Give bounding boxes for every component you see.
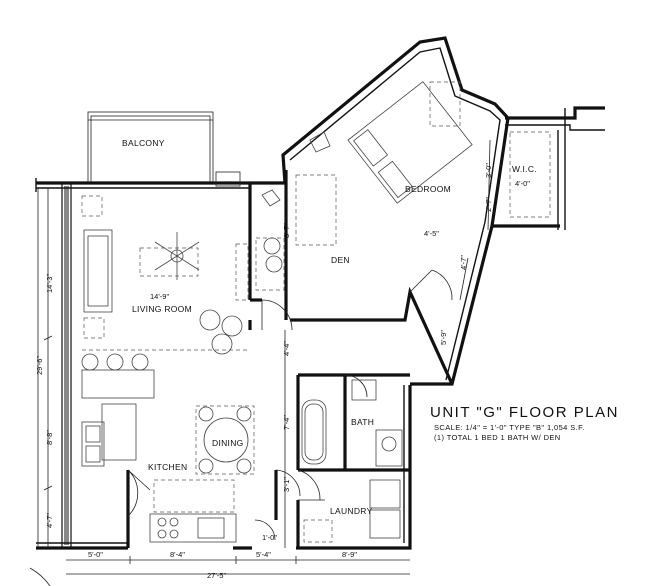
dim-den-height: 8'-7" <box>282 223 291 238</box>
interior-walls <box>126 170 454 548</box>
room-label-wic: W.I.C. <box>512 164 537 174</box>
room-label-kitchen: KITCHEN <box>148 462 187 472</box>
furniture <box>81 81 551 543</box>
dim-hall-upper: 4'-4" <box>282 341 291 356</box>
dim-left-lower: 4'-7" <box>45 513 54 528</box>
doors <box>127 269 453 541</box>
dim-left-upper: 14'-3" <box>45 274 54 293</box>
room-label-dining: DINING <box>212 438 244 448</box>
balcony-area <box>87 111 214 185</box>
dim-bedroom-width: 4'-5" <box>424 229 439 238</box>
room-labels: BALCONY LIVING ROOM BEDROOM DEN W.I.C. B… <box>122 138 537 516</box>
room-label-laundry: LAUNDRY <box>330 506 373 516</box>
room-label-den: DEN <box>331 255 350 265</box>
room-label-bath: BATH <box>351 417 374 427</box>
dimension-lines <box>29 139 491 586</box>
dim-left-mid: 8'-8" <box>45 430 54 445</box>
dim-door-width: 1'-0" <box>262 533 277 542</box>
dim-bottom-1: 5'-0" <box>88 550 103 559</box>
dim-living-width: 14'-9" <box>150 292 169 301</box>
dim-wic-width: 4'-0" <box>515 179 530 188</box>
room-label-living-room: LIVING ROOM <box>132 304 192 314</box>
dim-wic-height: 3'-0" <box>484 163 493 178</box>
plan-title: UNIT "G" FLOOR PLAN <box>430 404 619 421</box>
room-label-balcony: BALCONY <box>122 138 165 148</box>
dim-hall-lower: 3'-1" <box>282 477 291 492</box>
exterior-walls <box>35 36 605 550</box>
dim-bottom-3: 5'-4" <box>256 550 271 559</box>
dim-right-side: 5'-9" <box>439 330 448 345</box>
dimension-text: 14'-9" 14'-3" 29'-6" 8'-8" 4'-7" 8'-7" 4… <box>35 163 530 580</box>
dim-wic-side: 2'-7" <box>484 197 493 212</box>
plan-total-line: (1) TOTAL 1 BED 1 BATH W/ DEN <box>434 433 561 442</box>
dim-left-total: 29'-6" <box>35 356 44 375</box>
dim-bottom-4: 8'-9" <box>342 550 357 559</box>
dim-hall-mid: 7'-4" <box>282 415 291 430</box>
plan-scale-line: SCALE: 1/4" = 1'-0" TYPE "B" 1,054 S.F. <box>434 423 585 432</box>
dim-bottom-2: 8'-4" <box>170 550 185 559</box>
room-label-bedroom: BEDROOM <box>405 184 451 194</box>
dim-bedroom-side: 4'-7" <box>459 255 468 270</box>
dim-bottom-total: 27'-5" <box>207 571 226 580</box>
